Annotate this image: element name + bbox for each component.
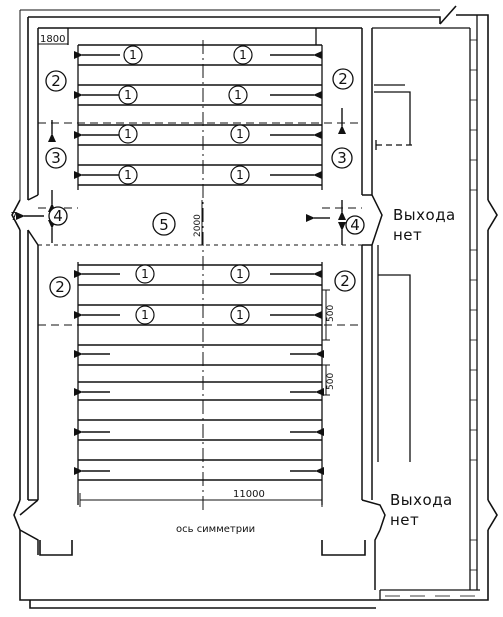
dim-row-a: 500 (326, 305, 336, 322)
dim-aisle: 2000 (193, 214, 203, 237)
exit-arrows (15, 108, 346, 245)
zone-one-label: 1 (124, 127, 132, 141)
zone-one-label: 1 (236, 127, 244, 141)
no-exit-top-line2: нет (393, 226, 422, 244)
zone-one-label: 1 (124, 168, 132, 182)
no-exit-top-line1: Выхода (393, 206, 456, 224)
zone-one-label: 1 (236, 168, 244, 182)
zone-one-label: 1 (141, 308, 149, 322)
zone-one-label: 1 (124, 88, 132, 102)
zone-one-label: 1 (236, 267, 244, 281)
zone-one-label: 1 (141, 267, 149, 281)
right-hatch (385, 39, 477, 597)
row-arrows (74, 51, 324, 475)
dim-row-b: 500 (326, 373, 336, 390)
zone-one-label: 1 (236, 308, 244, 322)
zone-three-label: 3 (337, 149, 347, 167)
no-exit-bottom-line1: Выхода (390, 491, 453, 509)
zone-one-label: 1 (239, 48, 247, 62)
zone-seven-label: 7 (11, 210, 18, 223)
seat-rows (78, 44, 322, 481)
zone-two-label: 2 (338, 70, 348, 88)
no-exit-bottom-line2: нет (390, 511, 419, 529)
outer-walls (11, 5, 498, 609)
zone-three-label: 3 (51, 149, 61, 167)
hall-walls (19, 27, 386, 590)
symmetry-axis-label: ось симметрии (176, 524, 255, 535)
zone-markers (45, 68, 365, 298)
right-rooms (372, 15, 480, 600)
zone-one-labels: 1 1 1 1 1 1 1 1 1 1 1 1 (124, 48, 247, 322)
dim-bottom-width: 11000 (233, 489, 265, 500)
zone-one-label: 1 (129, 48, 137, 62)
zone-two-label: 2 (51, 72, 61, 90)
zone-one-label: 1 (234, 88, 242, 102)
zone-two-label: 2 (55, 278, 65, 296)
zone-one-markers (118, 45, 253, 325)
dimension-lines (38, 43, 330, 507)
zone-labels: 2 2 3 3 4 4 5 2 2 7 (11, 70, 360, 296)
dim-top-width: 1800 (40, 34, 65, 45)
aisle-boundaries (67, 28, 323, 505)
zone-four-label: 4 (53, 207, 63, 225)
zone-five-label: 5 (159, 216, 169, 234)
zone-four-label: 4 (350, 216, 360, 234)
zone-two-label: 2 (340, 272, 350, 290)
